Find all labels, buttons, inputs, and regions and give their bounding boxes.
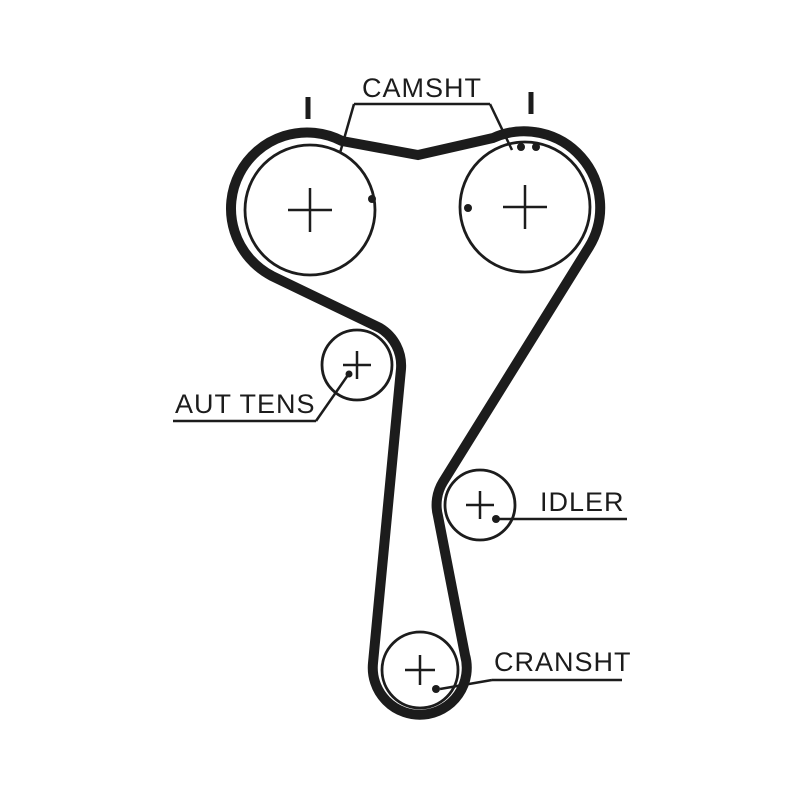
camshaft-right-leader-line [488,103,514,151]
idler-center-cross-icon [466,491,494,519]
idler-label: IDLER [540,487,625,517]
camshaft-right-center-cross-icon [503,185,547,229]
camshaft-right-pulley [458,92,592,274]
tensioner-label: AUT TENS [175,389,316,419]
crankshaft-pulley [380,630,460,710]
idler-pulley [443,468,517,542]
timing-belt [226,126,606,720]
idler-pointer-dot [492,515,500,523]
crankshaft-label: CRANSHT [494,647,632,677]
camshaft-left-pulley [243,97,377,277]
automatic-tensioner-pulley [320,328,394,402]
camshaft-right-top-dot-1 [517,143,525,151]
camshaft-left-timing-dot [368,195,376,203]
camshaft-label: CAMSHT [362,73,482,103]
camshaft-right-timing-dot [464,204,472,212]
tensioner-pointer-dot [345,370,353,378]
crankshaft-center-cross-icon [405,655,435,685]
crankshaft-pointer-dot [432,685,440,693]
tensioner-leader-line [314,374,350,422]
camshaft-right-top-dot-2 [532,143,540,151]
crankshaft-label-group: CRANSHT [439,647,632,691]
camshaft-left-leader-line [338,103,356,154]
tensioner-center-cross-icon [343,351,371,379]
tensioner-label-group: AUT TENS [173,370,353,423]
camshaft-left-center-cross-icon [288,188,332,232]
crankshaft-leader-line [439,678,493,691]
idler-label-group: IDLER [498,487,627,521]
camshaft-label-group: CAMSHT [338,73,514,154]
